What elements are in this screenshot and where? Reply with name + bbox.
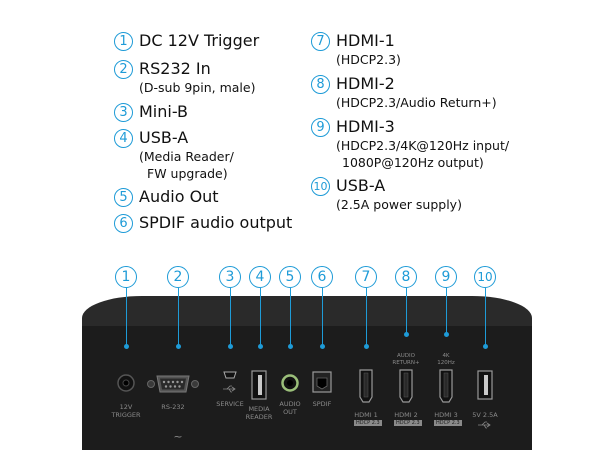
legend-label: RS232 In [139, 59, 211, 78]
legend-number-8: 8 [311, 75, 330, 94]
legend-label: Audio Out [139, 187, 219, 206]
callout-dot [228, 344, 233, 349]
legend-number-7: 7 [311, 32, 330, 51]
legend-label: HDMI-2 [336, 74, 395, 93]
legend-item-5: 5 Audio Out [114, 187, 219, 207]
callout-dot [176, 344, 181, 349]
callout-line [230, 288, 231, 346]
port-label-spdif: SPDIF [312, 400, 332, 408]
hdmi3-port-icon[interactable] [439, 369, 453, 403]
legend-item-3: 3 Mini-B [114, 102, 188, 122]
port-label-hdmi2: HDMI 2 [394, 411, 418, 419]
legend-number-3: 3 [114, 103, 133, 122]
legend-item-9: 9 HDMI-3 (HDCP2.3/4K@120Hz input/ 1080P@… [311, 117, 509, 171]
callout-9: 9 [435, 266, 457, 288]
legend-label: HDMI-3 [336, 117, 395, 136]
legend-label: SPDIF audio output [139, 213, 293, 232]
mini-usb-port-icon[interactable] [222, 370, 238, 380]
legend-sub: (D-sub 9pin, male) [139, 80, 256, 95]
legend-sub: (Media Reader/ [139, 149, 234, 164]
spdif-port-icon[interactable] [312, 371, 332, 393]
callout-4: 4 [249, 266, 271, 288]
legend-sub: FW upgrade) [147, 166, 228, 181]
callout-3: 3 [219, 266, 241, 288]
legend-item-1: 1 DC 12V Trigger [114, 31, 259, 51]
legend-item-10: 10 USB-A (2.5A power supply) [311, 176, 462, 213]
legend-item-2: 2 RS232 In (D-sub 9pin, male) [114, 59, 255, 96]
hdcp-tag-hdmi2: HDCP 2.3 [394, 420, 422, 426]
callout-10: 10 [474, 266, 496, 288]
legend-number-9: 9 [311, 118, 330, 137]
callout-dot [124, 344, 129, 349]
callout-dot [320, 344, 325, 349]
callout-line [366, 288, 367, 346]
hdmi1-port-icon[interactable] [359, 369, 373, 403]
legend-label: DC 12V Trigger [139, 31, 260, 50]
port-label-service: SERVICE [216, 400, 244, 408]
legend-number-1: 1 [114, 32, 133, 51]
callout-dot [258, 344, 263, 349]
usb-symbol-icon [223, 385, 236, 393]
callout-line [485, 288, 486, 346]
callout-line [446, 288, 447, 334]
legend-label: Mini-B [139, 102, 189, 121]
callout-dot [288, 344, 293, 349]
callout-line [178, 288, 179, 346]
audio-out-jack-icon[interactable] [281, 374, 299, 392]
callout-8: 8 [395, 266, 417, 288]
callout-dot [404, 332, 409, 337]
legend-item-4: 4 USB-A (Media Reader/ FW upgrade) [114, 128, 234, 182]
usb-power-symbol-icon [478, 421, 491, 429]
legend-label: USB-A [336, 176, 386, 195]
legend-sub: 1080P@120Hz output) [342, 155, 484, 170]
port-label-usb-power: 5V 2.5A [472, 411, 498, 419]
port-label-rs232: RS-232 [161, 403, 185, 411]
callout-line [322, 288, 323, 346]
port-strip [82, 326, 532, 450]
callout-line [290, 288, 291, 346]
legend-label: USB-A [139, 128, 189, 147]
hdcp-tag-hdmi1: HDCP 2.3 [354, 420, 382, 426]
hdcp-tag-hdmi3: HDCP 2.3 [434, 420, 462, 426]
projector-rear-panel [82, 296, 532, 450]
legend-number-4: 4 [114, 129, 133, 148]
callout-dot [483, 344, 488, 349]
legend-item-8: 8 HDMI-2 (HDCP2.3/Audio Return+) [311, 74, 497, 111]
legend-sub: (2.5A power supply) [336, 197, 462, 212]
legend-sub: (HDCP2.3/Audio Return+) [336, 95, 497, 110]
legend-number-5: 5 [114, 188, 133, 207]
port-label-hdmi3: HDMI 3 [434, 411, 458, 419]
rs232-port-icon[interactable] [147, 372, 199, 396]
port-label-hdmi1: HDMI 1 [354, 411, 378, 419]
legend-sub: (HDCP2.3/4K@120Hz input/ [336, 138, 510, 153]
callout-6: 6 [311, 266, 333, 288]
callout-1: 1 [115, 266, 137, 288]
callout-line [126, 288, 127, 346]
hdmi2-port-icon[interactable] [399, 369, 413, 403]
legend-item-7: 7 HDMI-1 (HDCP2.3) [311, 31, 401, 68]
legend-sub: (HDCP2.3) [336, 52, 401, 67]
legend-item-6: 6 SPDIF audio output [114, 213, 292, 233]
usb-a-power-port-icon[interactable] [477, 370, 493, 400]
callout-5: 5 [279, 266, 301, 288]
tilde-symbol: ~ [173, 430, 183, 443]
callout-line [260, 288, 261, 346]
legend-number-10: 10 [311, 177, 330, 196]
callout-dot [364, 344, 369, 349]
callout-line [406, 288, 407, 334]
callout-dot [444, 332, 449, 337]
legend-label: HDMI-1 [336, 31, 395, 50]
callout-2: 2 [167, 266, 189, 288]
legend-number-6: 6 [114, 214, 133, 233]
trigger-jack-icon[interactable] [116, 373, 136, 393]
callout-7: 7 [355, 266, 377, 288]
usb-a-port-icon[interactable] [251, 370, 267, 400]
legend-number-2: 2 [114, 60, 133, 79]
